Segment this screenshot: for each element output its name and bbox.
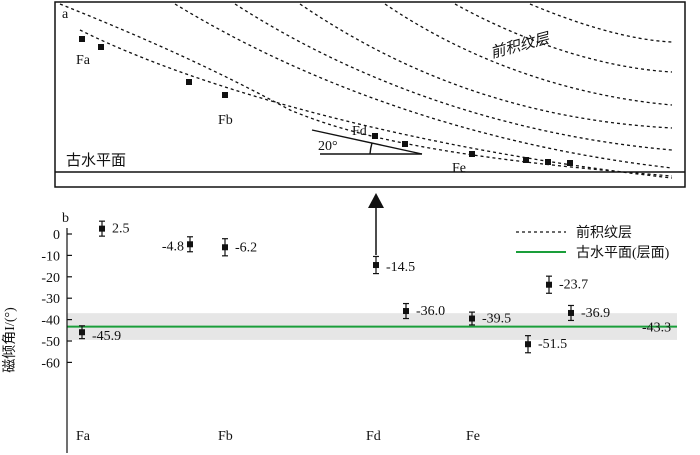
y-tick-label: -20 bbox=[41, 271, 60, 286]
group-label-fd: Fd bbox=[352, 124, 367, 139]
category-label-fd: Fd bbox=[366, 429, 381, 444]
data-point-fd: -14.5 bbox=[373, 255, 415, 275]
sample-marker bbox=[222, 92, 228, 98]
panel-a-label: a bbox=[62, 7, 69, 22]
data-point-fa: -45.9 bbox=[79, 325, 121, 344]
point-marker bbox=[403, 308, 409, 315]
point-marker bbox=[525, 341, 531, 348]
category-label-fe: Fe bbox=[466, 429, 480, 444]
sample-marker bbox=[469, 151, 475, 157]
point-marker bbox=[373, 262, 379, 269]
sample-marker bbox=[402, 141, 408, 147]
paleo-water-label: 古水平面 bbox=[66, 152, 126, 169]
foreset-lines bbox=[59, 3, 673, 179]
angle-arc bbox=[369, 142, 373, 155]
panel-b: b -43.3 0 -10 -20 -30 -40 -50 -60 磁倾角I/(°) 2.5… bbox=[2, 211, 677, 453]
point-value-label: -36.9 bbox=[581, 306, 610, 321]
panel-a-frame bbox=[54, 1, 686, 188]
y-tick-label: -60 bbox=[41, 356, 60, 371]
angle-label: 20° bbox=[318, 139, 338, 154]
data-point-fb: -6.2 bbox=[222, 238, 257, 257]
category-label-fa: Fa bbox=[76, 429, 91, 444]
foreset-line-8 bbox=[59, 3, 673, 177]
point-marker bbox=[546, 281, 552, 288]
sample-marker bbox=[567, 160, 573, 166]
data-point-fe: -51.5 bbox=[525, 335, 567, 354]
data-point-fd: -36.0 bbox=[403, 302, 445, 320]
legend: 前积纹层 古水平面(层面) bbox=[516, 224, 670, 261]
y-axis-title: 磁倾角I/(°) bbox=[2, 307, 18, 373]
data-point-fe: -36.9 bbox=[568, 304, 610, 322]
sample-marker bbox=[523, 157, 529, 163]
panel-a: a 前积纹层 Fa Fb Fd Fe bbox=[54, 1, 686, 188]
point-marker bbox=[187, 241, 193, 248]
point-value-label: -23.7 bbox=[559, 278, 588, 293]
up-arrow bbox=[368, 193, 384, 255]
data-point-fe: -39.5 bbox=[469, 311, 511, 327]
group-label-fe: Fe bbox=[452, 161, 466, 176]
legend-paleo-water-label: 古水平面(层面) bbox=[576, 245, 670, 261]
data-points: 2.5 -45.9 -4.8 -6.2 -14.5 -36.0 -39.5 -51.5 -23.… bbox=[79, 220, 610, 354]
reference-line-label: -43.3 bbox=[642, 321, 671, 336]
y-tick-label: -50 bbox=[41, 335, 60, 350]
group-label-fa: Fa bbox=[76, 53, 91, 68]
point-value-label: -51.5 bbox=[538, 337, 567, 352]
point-value-label: -39.5 bbox=[482, 312, 511, 327]
angle-indicator bbox=[311, 129, 423, 155]
foreset-line-7 bbox=[529, 3, 673, 43]
sample-marker bbox=[79, 36, 85, 42]
sample-marker bbox=[372, 133, 378, 139]
legend-foreset-label: 前积纹层 bbox=[576, 224, 632, 241]
sample-marker bbox=[98, 44, 104, 50]
sample-marker bbox=[186, 79, 192, 85]
y-tick-label: -40 bbox=[41, 314, 60, 329]
y-tick-label: 0 bbox=[53, 228, 60, 243]
point-marker bbox=[222, 244, 228, 251]
point-value-label: -45.9 bbox=[92, 329, 121, 344]
point-value-label: 2.5 bbox=[112, 222, 130, 237]
point-marker bbox=[568, 309, 574, 316]
point-value-label: -36.0 bbox=[416, 304, 445, 319]
point-marker bbox=[79, 329, 85, 336]
sample-marker bbox=[545, 159, 551, 165]
panel-b-label: b bbox=[62, 211, 69, 226]
y-tick-label: -30 bbox=[41, 292, 60, 307]
foreset-line-6 bbox=[454, 3, 673, 73]
group-label-fb: Fb bbox=[218, 113, 233, 128]
point-marker bbox=[469, 315, 475, 322]
foreset-line-2 bbox=[174, 3, 673, 169]
data-point-fa: 2.5 bbox=[99, 220, 130, 237]
data-point-fb: -4.8 bbox=[162, 236, 193, 254]
foreset-line-1 bbox=[79, 29, 673, 179]
point-value-label: -4.8 bbox=[162, 239, 184, 254]
point-value-label: -14.5 bbox=[386, 260, 415, 275]
foreset-line-4 bbox=[299, 3, 673, 129]
point-marker bbox=[99, 225, 105, 232]
category-label-fb: Fb bbox=[218, 429, 233, 444]
point-value-label: -6.2 bbox=[235, 240, 257, 255]
up-arrow-head bbox=[368, 193, 384, 208]
angle-slope-line bbox=[311, 129, 423, 155]
sample-markers bbox=[79, 36, 573, 166]
y-tick-label: -10 bbox=[41, 249, 60, 264]
foreset-line-5 bbox=[384, 3, 673, 106]
data-point-fe: -23.7 bbox=[546, 275, 588, 294]
y-axis-ticks: 0 -10 -20 -30 -40 -50 -60 bbox=[41, 228, 72, 371]
